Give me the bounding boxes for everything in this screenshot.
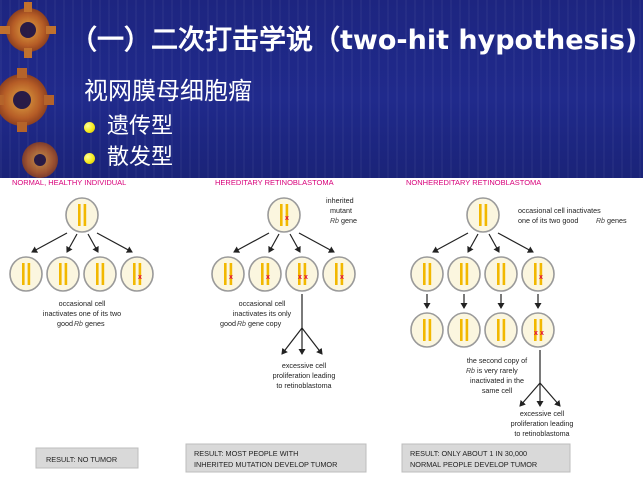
cell-daughter [120,256,154,292]
note-line: gene copy [248,319,282,328]
result-text: NORMAL PEOPLE DEVELOP TUMOR [410,460,537,469]
bullet-dot-icon [84,121,95,133]
result-text: RESULT: NO TUMOR [46,455,117,464]
note-line: mutant [330,206,352,215]
note-line: good [220,319,236,328]
header-texture [0,0,643,178]
panel-heading-hereditary: HEREDITARY RETINOBLASTOMA [215,178,334,187]
panel-heading-normal: NORMAL, HEALTHY INDIVIDUAL [12,178,126,187]
cell-daughter [46,256,80,292]
note-line: to retinoblastoma [514,429,569,438]
slide-subtitle: 视网膜母细胞瘤 [84,77,252,105]
result-box [185,443,367,473]
note-line: inactivated in the [470,376,524,385]
cell-daughter [211,256,245,292]
mutation-mark-icon [539,274,544,281]
cell-daughter [447,256,481,292]
cell-daughter [9,256,43,292]
result-text: RESULT: ONLY ABOUT 1 IN 30,000 [410,449,527,458]
cell-daughter [285,256,319,292]
cell-daughter [484,256,518,292]
gene-symbol: Rb [596,218,605,225]
cell-daughter [410,256,444,292]
panel-heading-nonhereditary: NONHEREDITARY RETINOBLASTOMA [406,178,541,187]
note-line: same cell [482,386,513,395]
note-line: proliferation leading [511,419,574,428]
bullet-dot-icon [84,152,95,164]
gene-symbol: Rb [237,321,246,328]
bullet-item-hereditary: 遗传型 [84,113,173,141]
mutation-mark-icon [340,274,345,281]
bullet-item-sporadic: 散发型 [84,144,173,172]
note-line: good [57,319,73,328]
slide-title: （一）二次打击学说（two-hit hypothesis) [70,25,638,56]
mutation-mark-icon [285,215,290,222]
note-line: excessive cell [282,361,327,370]
note-line: genes [85,319,105,328]
cell-descendant [447,312,481,348]
bullet-text: 遗传型 [107,114,174,139]
cell-parent [267,197,301,233]
mutation-mark-icon [229,274,234,281]
gene-symbol: Rb [466,368,475,375]
mutation-mark-icon [534,330,539,337]
note-line: occasional cell inactivates [518,206,601,215]
result-text: INHERITED MUTATION DEVELOP TUMOR [194,460,337,469]
result-text: RESULT: MOST PEOPLE WITH [194,449,298,458]
panel-hereditary: inherited mutant Rb gene occasional cell… [185,196,367,473]
note-line: occasional cell [239,299,286,308]
panel-nonhereditary: occasional cell inactivates one of its t… [401,197,627,473]
slide-header: （一）二次打击学说（two-hit hypothesis) 视网膜母细胞瘤 遗传… [0,0,643,178]
note-line: inherited [326,196,354,205]
note-line: inactivates its only [233,309,292,318]
note-line: occasional cell [59,299,106,308]
note-line: gene [341,216,357,225]
note-line: inactivates one of its two [43,309,121,318]
mutation-mark-icon [138,274,143,281]
cell-daughter [322,256,356,292]
mutation-mark-icon [304,274,309,281]
note-line: genes [607,216,627,225]
mutation-mark-icon [540,330,545,337]
cell-parent [65,197,99,233]
result-box [35,447,139,469]
cell-descendant [484,312,518,348]
note-line: to retinoblastoma [276,381,331,390]
note-line: the second copy of [467,356,527,365]
gene-symbol: Rb [74,321,83,328]
cell-descendant [521,312,555,348]
mutation-mark-icon [298,274,303,281]
mutation-mark-icon [266,274,271,281]
gear-decoration-icon [0,2,58,178]
cell-parent [466,197,500,233]
two-hit-figure: x NORMAL, HEALTHY INDIVIDUAL HEREDITARY … [9,178,627,473]
gene-symbol: Rb [330,218,339,225]
cell-daughter [83,256,117,292]
panel-normal: occasional cell inactivates one of its t… [9,197,154,469]
note-line: excessive cell [520,409,565,418]
note-line: one of its two good [518,216,578,225]
result-box [401,443,571,473]
cell-daughter [248,256,282,292]
cell-descendant [410,312,444,348]
bullet-text: 散发型 [107,145,174,170]
note-line: proliferation leading [273,371,336,380]
cell-daughter [521,256,555,292]
note-line: is very rarely [477,366,518,375]
